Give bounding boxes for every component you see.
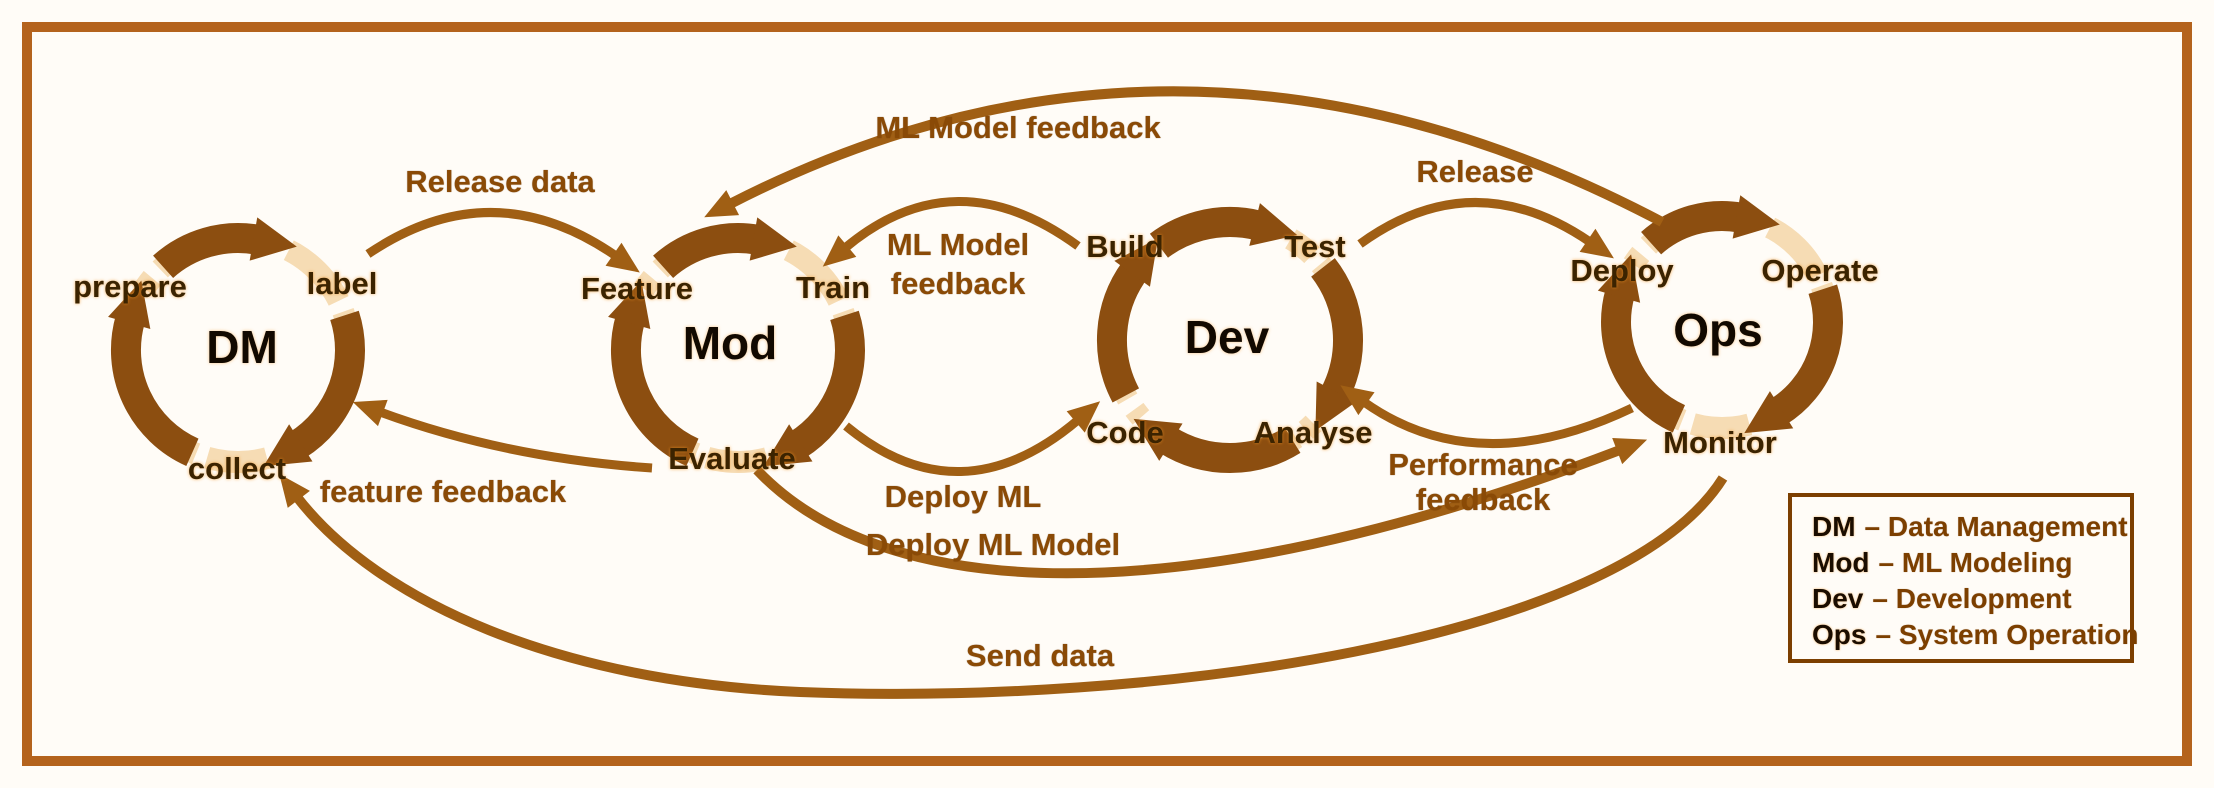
edge-label-release-data: Release data — [405, 164, 595, 199]
legend-abbr-dev: Dev — [1812, 583, 1864, 614]
ring-gap — [1286, 417, 1317, 452]
edge-label-ml-model-feedback-mid-2: feedback — [891, 266, 1026, 301]
mod-step-train: Train — [796, 270, 870, 305]
ring-arrow — [1597, 254, 1686, 433]
ring-gap — [139, 257, 173, 290]
ring-arrow — [1133, 418, 1301, 473]
legend-box: DM – Data Management Mod – ML Modeling Dev… — [1788, 493, 2138, 663]
edge-send-data-arc — [279, 474, 1728, 699]
dev-step-test: Test — [1284, 229, 1345, 264]
legend-desc-dm: – Data Management — [1864, 511, 2128, 542]
ring-gap — [1299, 242, 1334, 276]
dm-step-label: label — [307, 266, 378, 301]
ops-cycle-title: Ops — [1673, 304, 1762, 356]
ring-gap — [1627, 233, 1661, 265]
edge-feature-feedback-arc — [352, 399, 653, 473]
legend-item-mod: Mod – ML Modeling — [1812, 545, 2130, 581]
ring-arrow — [1310, 258, 1363, 431]
ring-arrow — [1097, 238, 1158, 403]
ring-gap — [323, 293, 360, 318]
ring-gap — [1113, 390, 1149, 420]
ring-arrow — [653, 217, 797, 279]
ring-gap — [1739, 201, 1778, 243]
edge-release-data-arc — [365, 208, 640, 273]
ops-step-monitor: Monitor — [1663, 425, 1777, 460]
legend-item-dm: DM – Data Management — [1812, 509, 2130, 545]
ring-arrow — [1137, 203, 1298, 267]
ring-gap — [689, 437, 713, 475]
ring-gap — [639, 257, 673, 290]
legend-item-dev: Dev – Development — [1812, 581, 2130, 617]
edge-deploy-ml-model-arc — [753, 437, 1648, 579]
dev-step-code: Code — [1086, 415, 1164, 450]
edge-deploy-ml-arc — [843, 401, 1101, 477]
edge-performance-feedback-arc — [1340, 385, 1634, 448]
legend-desc-mod: – ML Modeling — [1878, 547, 2073, 578]
legend-abbr-dm: DM — [1812, 511, 1856, 542]
dev-cycle-title: Dev — [1185, 311, 1270, 363]
edge-ml-model-feedback-top-arc — [704, 86, 1665, 227]
connector-arcs — [279, 86, 1728, 699]
legend-abbr-ops: Ops — [1812, 619, 1867, 650]
ring-arrow — [263, 310, 365, 467]
edge-label-ml-model-feedback-top: ML Model feedback — [875, 110, 1161, 145]
ring-arrow — [108, 280, 199, 466]
ring-gap — [189, 437, 213, 475]
mod-step-evaluate: Evaluate — [668, 441, 796, 476]
ring-arrow — [1641, 195, 1780, 255]
ring-gap — [757, 223, 797, 266]
ring-gap — [1675, 404, 1698, 441]
legend-item-ops: Ops – System Operation — [1812, 617, 2138, 653]
legend-abbr-mod: Mod — [1812, 547, 1870, 578]
mod-step-feature: Feature — [581, 271, 693, 306]
dev-step-build: Build — [1086, 229, 1164, 264]
legend-desc-dev: – Development — [1872, 583, 2072, 614]
ring-arrow — [1744, 284, 1843, 434]
cycle-rings — [108, 195, 1843, 475]
ops-step-operate: Operate — [1761, 253, 1878, 288]
ring-arrow — [608, 280, 699, 466]
ring-arrow — [153, 217, 297, 279]
edge-label-performance-feedback-1: Performance — [1388, 447, 1578, 482]
edge-release-arc — [1357, 198, 1614, 259]
dm-step-prepare: prepare — [73, 269, 187, 304]
ring-arrow — [763, 310, 865, 467]
ring-gap — [1801, 268, 1838, 292]
edge-label-ml-model-feedback-mid-1: ML Model — [887, 227, 1029, 262]
edge-label-deploy-ml-model: Deploy ML Model — [866, 527, 1120, 562]
ring-gap — [257, 223, 297, 266]
ops-step-deploy: Deploy — [1570, 253, 1674, 288]
edge-label-deploy-ml: Deploy ML — [885, 479, 1042, 514]
mod-cycle-title: Mod — [683, 317, 778, 369]
edge-ml-model-feedback-mid-arc — [822, 197, 1081, 267]
ring-gap — [823, 293, 860, 318]
dm-step-collect: collect — [188, 451, 286, 486]
edge-label-release: Release — [1416, 154, 1533, 189]
legend-desc-ops: – System Operation — [1875, 619, 2139, 650]
dm-cycle-title: DM — [206, 321, 278, 373]
ring-gap — [1744, 398, 1784, 441]
edge-label-send-data: Send data — [966, 638, 1115, 673]
dev-step-analyse: Analyse — [1254, 415, 1373, 450]
edge-label-feature-feedback: feature feedback — [320, 474, 567, 509]
edge-label-performance-feedback-2: feedback — [1416, 482, 1551, 517]
